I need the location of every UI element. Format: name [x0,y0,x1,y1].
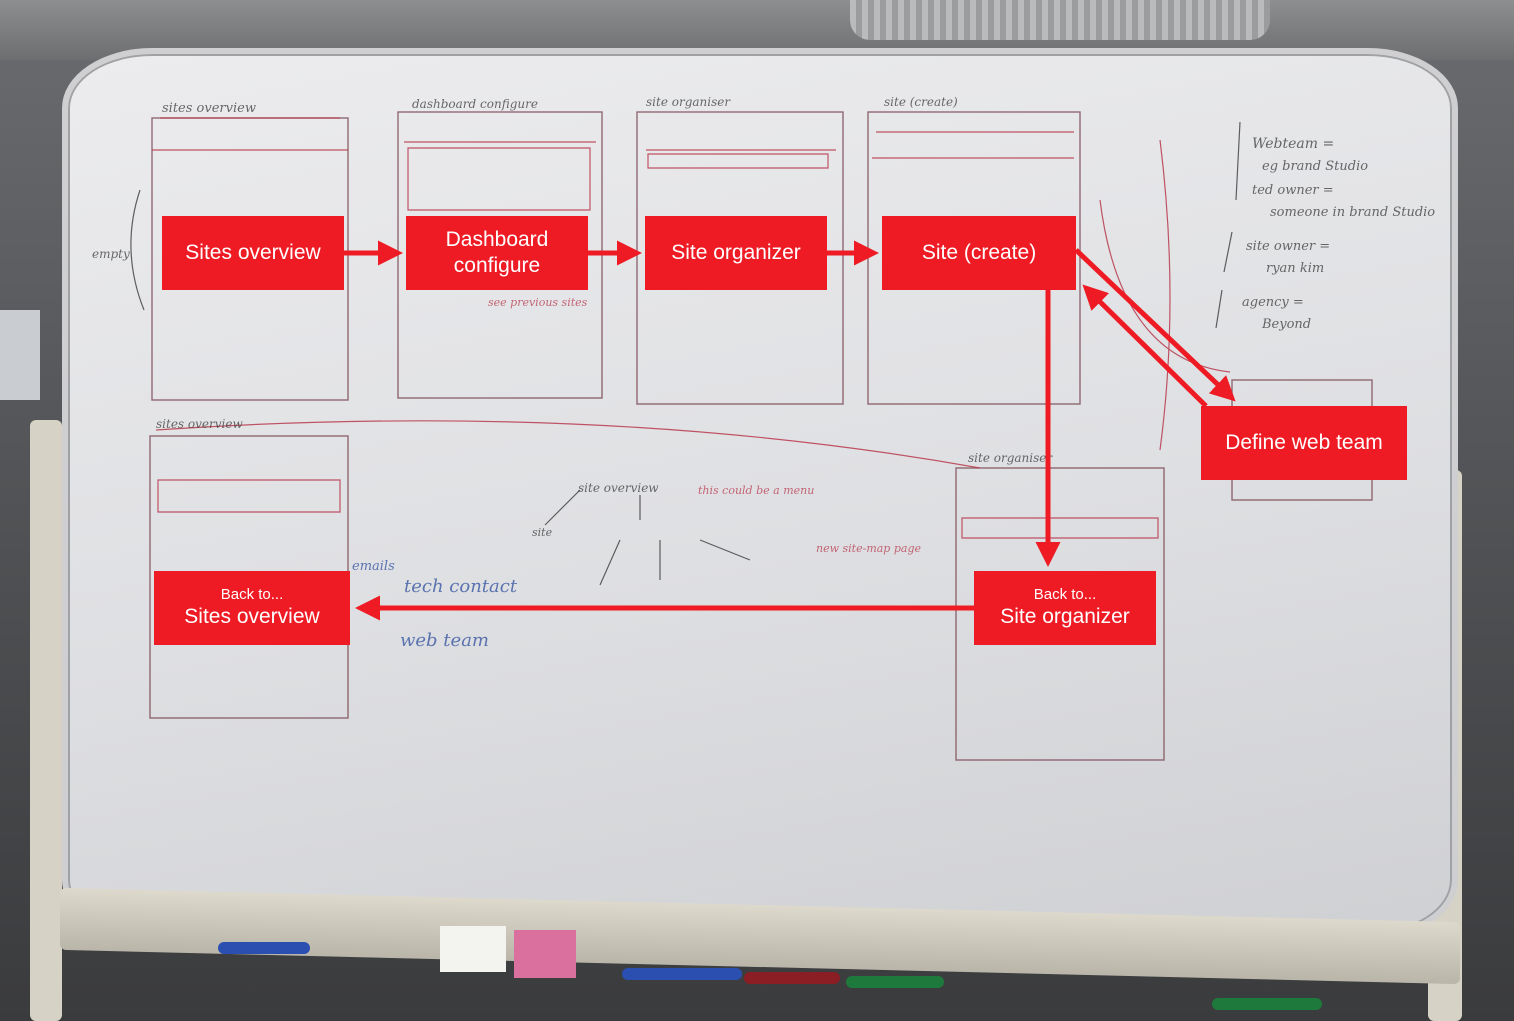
svg-text:site organiser: site organiser [968,451,1053,465]
node-label: Sites overview [185,240,321,264]
svg-text:tech contact: tech contact [404,576,518,597]
svg-text:sites overview: sites overview [162,101,256,116]
node-prefix: Back to... [1033,585,1097,603]
svg-text:Webteam =: Webteam = [1252,136,1334,152]
node-define-web-team: Define web team [1201,406,1407,480]
node-back-to-sites-overview: Back to... Sites overview [154,571,350,645]
svg-text:web team: web team [400,630,489,651]
node-label: Site organizer [671,240,801,264]
blue-marker[interactable] [218,942,310,954]
svg-text:agency =: agency = [1242,295,1304,310]
green-marker[interactable] [846,976,944,988]
window [0,310,40,400]
svg-text:site overview: site overview [578,481,659,495]
node-label: Site organizer [1000,605,1130,629]
node-dashboard-configure: Dashboard configure [406,216,588,290]
svg-text:empty: empty [92,247,130,261]
node-back-to-site-organizer: Back to... Site organizer [974,571,1156,645]
node-label-line2: configure [453,254,541,277]
svg-text:ryan kim: ryan kim [1266,261,1324,276]
svg-text:dashboard configure: dashboard configure [412,97,538,111]
svg-text:emails: emails [352,559,395,574]
svg-text:site organiser: site organiser [646,95,731,109]
node-sites-overview: Sites overview [162,216,344,290]
svg-text:site owner =: site owner = [1246,239,1330,254]
green-marker-2[interactable] [1212,998,1322,1010]
node-label: Sites overview [184,605,320,629]
node-site-organizer: Site organizer [645,216,827,290]
svg-text:this could be a menu: this could be a menu [698,484,814,497]
svg-text:eg brand Studio: eg brand Studio [1262,159,1368,174]
red-marker[interactable] [744,972,840,984]
node-label: Define web team [1225,430,1383,454]
node-prefix: Back to... [220,585,284,603]
ceiling-duct [850,0,1270,40]
white-eraser[interactable] [440,926,506,972]
svg-text:site: site [532,526,553,539]
node-site-create: Site (create) [882,216,1076,290]
node-label-line1: Dashboard [445,227,549,251]
svg-text:sites overview: sites overview [156,417,243,431]
svg-text:see previous sites: see previous sites [488,296,588,309]
pink-sticky-notes[interactable] [514,930,576,978]
wireframe-site-organizer-2 [955,467,1165,761]
svg-text:new site-map page: new site-map page [816,542,921,555]
blue-marker-2[interactable] [622,968,742,980]
node-label: Site (create) [921,240,1037,264]
board-stand-left [30,420,62,1021]
svg-text:Beyond: Beyond [1261,317,1311,332]
svg-text:ted owner =: ted owner = [1252,183,1334,198]
svg-text:site (create): site (create) [884,95,958,109]
svg-text:someone in brand Studio: someone in brand Studio [1270,205,1435,220]
